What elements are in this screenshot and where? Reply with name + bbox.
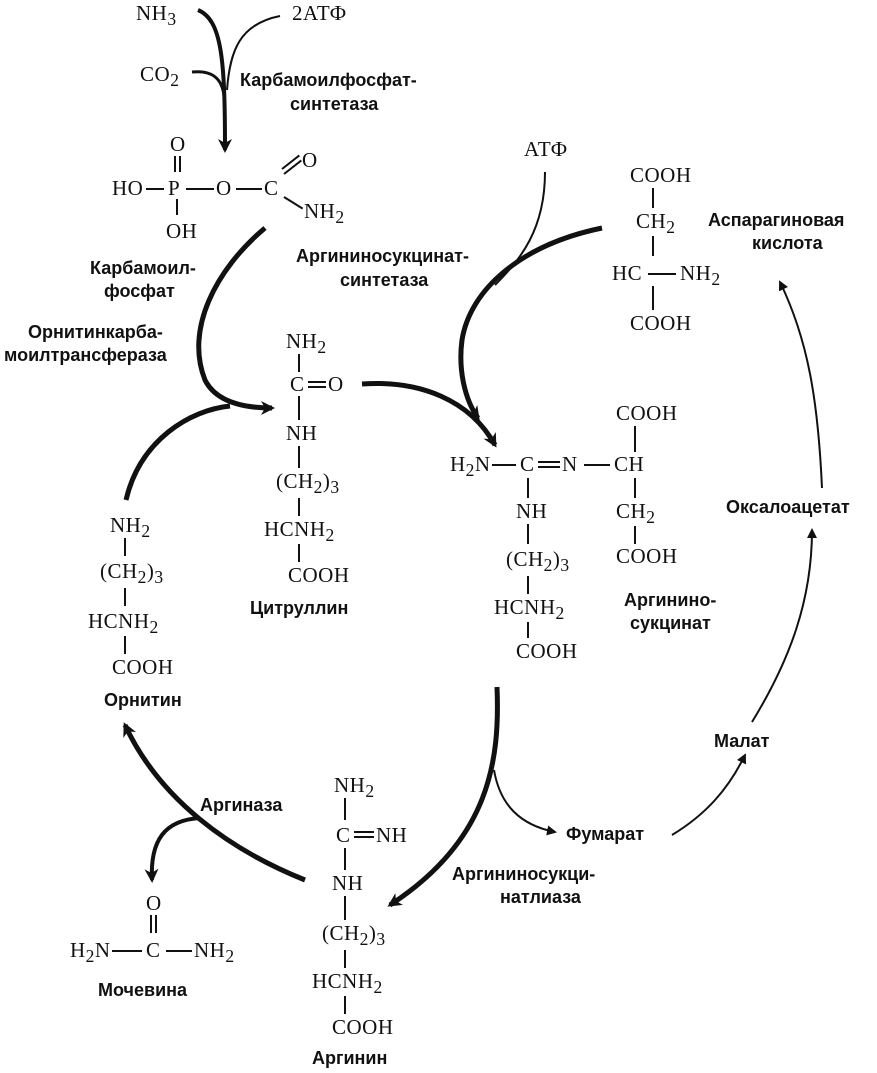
atom-cooh: COOH [112,655,174,679]
nh3-formula: NH3 [136,1,177,30]
atom-nh2: NH2 [334,773,375,802]
atom-cooh: COOH [516,639,578,663]
arrow-aspartate-to-argininosuccinate [458,225,603,421]
carbamoyl-phosphate-name-1: Карбамоил- [90,258,196,278]
atom-nh2: NH2 [110,513,151,542]
atom-p: P [168,176,181,200]
arrow-ornithine-to-citrulline [123,403,231,501]
arrow-argininosuccinate-lyase [387,686,500,908]
atom-nh2: NH2 [304,199,345,228]
enzyme-arginase: Аргиназа [200,795,283,815]
atom-nh2: NH2 [680,261,721,290]
arrow-atp2-in [226,15,281,91]
atom-cooh-side: COOH [616,544,678,568]
aspartic-acid-name-2: кислота [752,233,823,253]
arrow-malate-to-oxaloacetate [751,528,817,723]
urea-name: Мочевина [98,980,188,1000]
atom-cooh: COOH [332,1015,394,1039]
carbamoyl-phosphate-name-2: фосфат [104,281,175,301]
atom-c: C [336,823,351,847]
atom-ch2-3: (CH2)3 [276,469,340,498]
argininosuccinate-name-2: сукцинат [630,613,711,633]
enzyme-ass-line1: Аргининосукцинат- [296,246,469,266]
atom-nh: NH [516,499,548,523]
enzyme-otc-line1: Орнитинкарба- [28,322,163,342]
atom-oh: OH [166,219,198,243]
atom-c: C [146,938,161,962]
arrow-nh3-in [197,8,232,153]
atom-nh2: NH2 [286,329,327,358]
enzyme-asl-line1: Аргининосукци- [452,864,596,884]
atom-nh2: NH2 [194,938,235,967]
atom-nh: NH [286,421,318,445]
oxaloacetate-name: Оксалоацетат [726,497,850,517]
atom-ch: CH [614,452,645,476]
atom-c: C [264,176,279,200]
atom-ch2: CH2 [636,209,676,238]
arginine-name: Аргинин [312,1048,388,1068]
atom-hcnh2: HCNH2 [312,969,383,998]
arrow-to-urea [144,816,201,883]
arrow-to-fumarate [493,769,557,836]
atom-hcnh2: HCNH2 [494,595,565,624]
arrow-citrulline-to-argininosuccinate [361,381,498,448]
citrulline-name: Цитруллин [250,598,349,618]
atom-ch2-3: (CH2)3 [506,547,570,576]
atom-o-bridge: O [216,176,232,200]
atom-hcnh2: HCNH2 [264,517,335,546]
atom-o: O [146,891,162,915]
enzyme-otc-line2: моилтрансфераза [4,345,167,365]
enzyme-asl-line2: натлиаза [500,887,581,907]
atom-nh-link: NH [332,871,364,895]
atp-label: АТФ [524,137,568,161]
enzyme-cps-line2: синтетаза [290,94,379,114]
arrow-co2-in [191,70,226,97]
argininosuccinate-name-1: Аргинино- [624,590,717,610]
atom-c: C [520,452,535,476]
atom-nh: NH [376,823,408,847]
atom-h2n: H2N [450,452,491,481]
atom-hc: HC [612,261,643,285]
atom-o-carbonyl: O [302,148,318,172]
aspartic-acid-name-1: Аспарагиновая [708,210,845,230]
enzyme-cps-line1: Карбамоилфосфат- [240,70,417,90]
arrow-oxaloacetate-to-aspartate [778,280,823,489]
atom-n: N [562,452,578,476]
co2-formula: CO2 [140,62,180,91]
atom-hcnh2: HCNH2 [88,609,159,638]
ornithine-name: Орнитин [104,690,182,710]
arrow-fumarate-to-malate [671,753,746,836]
atom-h2n: H2N [70,938,111,967]
atom-cooh-top: COOH [616,401,678,425]
fumarate-name: Фумарат [566,824,645,844]
atom-ch2-3: (CH2)3 [322,921,386,950]
atom-ch2: CH2 [616,499,656,528]
atom-ho: HO [112,176,144,200]
arrow-atp-in [494,171,546,286]
enzyme-ass-line2: синтетаза [340,270,429,290]
atom-cooh: COOH [288,563,350,587]
atom-o: O [170,132,186,156]
atom-cooh-top: COOH [630,163,692,187]
atom-c: C [290,372,305,396]
atp2-label: 2АТФ [292,1,347,25]
atom-cooh-bottom: COOH [630,311,692,335]
atom-ch2-3: (CH2)3 [100,559,164,588]
atom-o: O [328,372,344,396]
malate-name: Малат [714,731,770,751]
arrow-ornithine-transcarbamoylase [196,226,275,415]
